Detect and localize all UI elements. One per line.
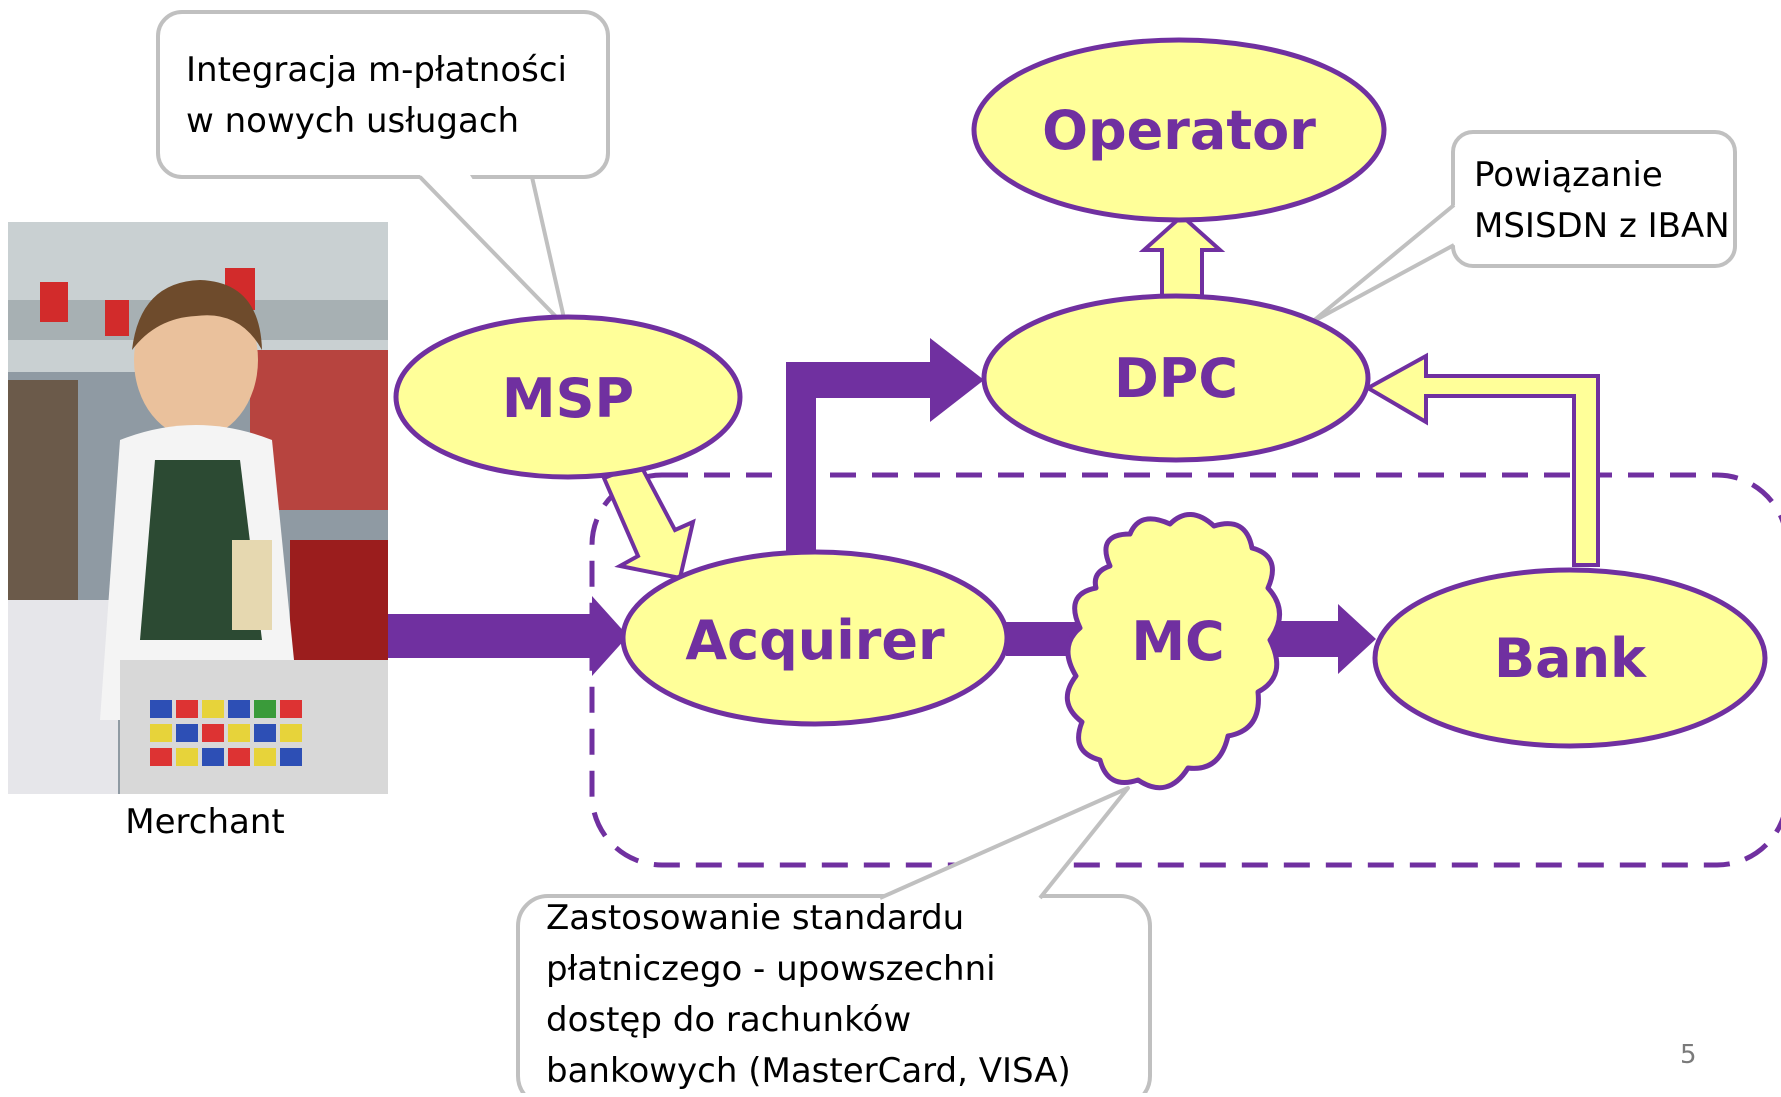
- dpc-node: [981, 293, 1371, 463]
- mc-label: MC: [1131, 610, 1224, 673]
- keypad-keys: [150, 700, 302, 766]
- dpc-label: DPC: [1114, 347, 1238, 410]
- mc-callout-line-1: Zastosowanie standardu: [546, 898, 965, 938]
- mc-callout: [516, 786, 1152, 1093]
- msp-callout-line-2: w nowych usługach: [186, 101, 520, 141]
- msp-callout-line-1: Integracja m-płatności: [186, 50, 568, 90]
- bank-to-dpc-arrow: [1363, 352, 1600, 567]
- mc-callout-line-2: płatniczego - upowszechni: [546, 949, 996, 989]
- bank-node: [1372, 567, 1768, 749]
- mc-callout-line-3: dostęp do rachunków: [546, 1000, 912, 1040]
- page-number: 5: [1680, 1040, 1697, 1070]
- bank-label: Bank: [1494, 627, 1647, 690]
- mc-to-bank-arrow: [1270, 604, 1376, 674]
- msp-callout-text: Integracja m-płatności w nowych usługach: [186, 45, 567, 147]
- merchant-to-acquirer-arrow: [388, 596, 628, 676]
- cashier-photo-icon: [8, 222, 388, 794]
- operator-node: [971, 37, 1387, 223]
- msp-callout: [156, 10, 610, 329]
- dpc-to-operator-arrow: [1138, 213, 1226, 300]
- operator-label: Operator: [1042, 99, 1316, 162]
- dpc-callout-text: Powiązanie MSISDN z IBAN: [1474, 150, 1730, 252]
- dpc-callout: [1310, 130, 1737, 324]
- msp-label: MSP: [502, 367, 634, 430]
- dpc-callout-line-2: MSISDN z IBAN: [1474, 206, 1730, 246]
- acquirer-node: [620, 549, 1010, 727]
- msp-node: [393, 314, 743, 480]
- mc-cloud-node: [1064, 512, 1282, 791]
- acquirer-to-dpc-arrow: [786, 338, 984, 558]
- mc-callout-line-4: bankowych (MasterCard, VISA): [546, 1051, 1071, 1091]
- dpc-callout-line-1: Powiązanie: [1474, 155, 1663, 195]
- merchant-label: Merchant: [125, 802, 285, 842]
- msp-to-acquirer-arrow: [601, 461, 696, 581]
- mc-callout-text: Zastosowanie standardu płatniczego - upo…: [546, 893, 1071, 1097]
- acquirer-label: Acquirer: [685, 609, 945, 672]
